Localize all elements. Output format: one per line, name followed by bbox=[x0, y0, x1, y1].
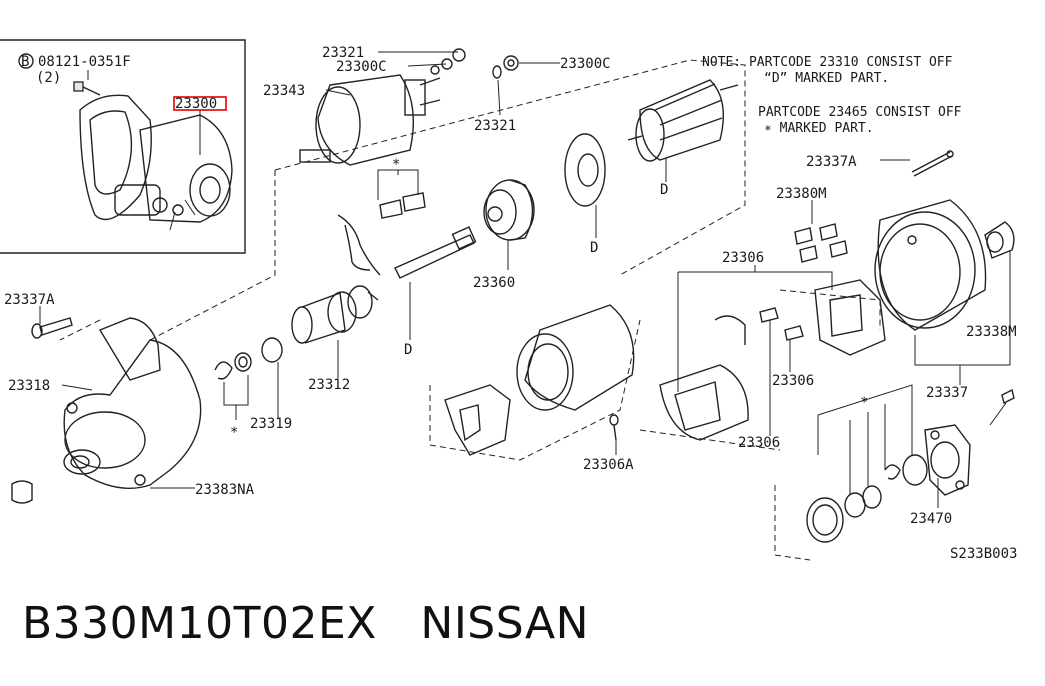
label-23300C-a: 23300C bbox=[336, 59, 387, 75]
nut-washer-right bbox=[492, 55, 560, 116]
label-23380M: 23380M bbox=[776, 186, 827, 202]
part-labels: 23321 23300C 23300C 23343 23321 23337A 2… bbox=[4, 45, 1017, 562]
note-line-4: ∗ MARKED PART. bbox=[764, 121, 874, 136]
label-23312: 23312 bbox=[308, 377, 350, 393]
bolt-marker-circle bbox=[18, 53, 34, 69]
footer-brand: NISSAN bbox=[420, 598, 589, 649]
label-star-washers: ∗ bbox=[860, 392, 868, 408]
label-23321-b: 23321 bbox=[474, 118, 516, 134]
inset-starter-assembly bbox=[79, 94, 233, 231]
pinion-23312 bbox=[291, 285, 379, 378]
label-23319: 23319 bbox=[250, 416, 292, 432]
bearing-plate-23470 bbox=[806, 384, 1015, 543]
label-23306-low: 23306 bbox=[738, 435, 780, 451]
label-23321-top: 23321 bbox=[322, 45, 364, 61]
label-star-lever: ∗ bbox=[392, 154, 400, 170]
brush-holder-23306 bbox=[659, 265, 833, 441]
lever-star bbox=[337, 169, 426, 276]
diagram-code-label: S233B003 bbox=[950, 546, 1017, 562]
rings-23319 bbox=[214, 337, 283, 420]
brushes-23380M bbox=[794, 200, 848, 263]
cover-plate-d bbox=[564, 133, 606, 238]
label-23343: 23343 bbox=[263, 83, 305, 99]
label-23300C-b: 23300C bbox=[560, 56, 611, 72]
notes-block: NOTE: PARTCODE 23310 CONSIST OFF “D” MAR… bbox=[702, 55, 962, 136]
highlighted-part-label: 23300 bbox=[175, 96, 217, 112]
assembly-dashed-outline bbox=[59, 59, 881, 561]
label-23318: 23318 bbox=[8, 378, 50, 394]
label-star-rings: ∗ bbox=[230, 422, 238, 438]
brush-plate bbox=[814, 279, 886, 356]
solenoid-23343 bbox=[299, 48, 466, 166]
label-23306-mid: 23306 bbox=[772, 373, 814, 389]
label-23337A-a: 23337A bbox=[806, 154, 857, 170]
label-23337A-b: 23337A bbox=[4, 292, 55, 308]
leader-23343 bbox=[325, 89, 351, 96]
note-line-3: PARTCODE 23465 CONSIST OFF bbox=[758, 105, 962, 120]
note-line-1: NOTE: PARTCODE 23310 CONSIST OFF bbox=[702, 55, 953, 70]
screw-23306A bbox=[609, 414, 619, 455]
label-23470: 23470 bbox=[910, 511, 952, 527]
leader-23300C-a bbox=[407, 63, 447, 67]
inset-panel: B 08121-0351F (2) 23300 bbox=[0, 39, 246, 254]
label-23360: 23360 bbox=[473, 275, 515, 291]
footer-caption: B330M10T02EX NISSAN bbox=[22, 598, 589, 649]
gear-23360 bbox=[483, 179, 535, 270]
label-23306-top: 23306 bbox=[722, 250, 764, 266]
label-23338M: 23338M bbox=[966, 324, 1017, 340]
inset-bolt bbox=[73, 70, 101, 96]
label-d-plate: D bbox=[590, 240, 598, 256]
bolt-qty-label: (2) bbox=[36, 70, 61, 86]
bolt-23337A-left bbox=[31, 306, 73, 339]
housing-23318 bbox=[11, 317, 202, 504]
footer-part-number: B330M10T02EX bbox=[22, 598, 377, 649]
note-line-2: “D” MARKED PART. bbox=[764, 71, 889, 86]
shaft-d bbox=[394, 226, 477, 340]
label-23306A: 23306A bbox=[583, 457, 634, 473]
label-23337: 23337 bbox=[926, 385, 968, 401]
exploded-parts-diagram: B 08121-0351F (2) 23300 NOTE: PARTCODE 2… bbox=[0, 39, 1017, 562]
yoke-23306 bbox=[444, 304, 635, 456]
bolt-marker: B bbox=[21, 54, 29, 70]
bolt-23337A-right bbox=[880, 150, 954, 177]
label-d-shaft: D bbox=[404, 342, 412, 358]
armature-d bbox=[627, 79, 739, 182]
label-d-armature: D bbox=[660, 182, 668, 198]
label-23383NA: 23383NA bbox=[195, 482, 255, 498]
rear-cover-23337 bbox=[874, 199, 1015, 385]
bolt-code-label: 08121-0351F bbox=[38, 54, 131, 70]
